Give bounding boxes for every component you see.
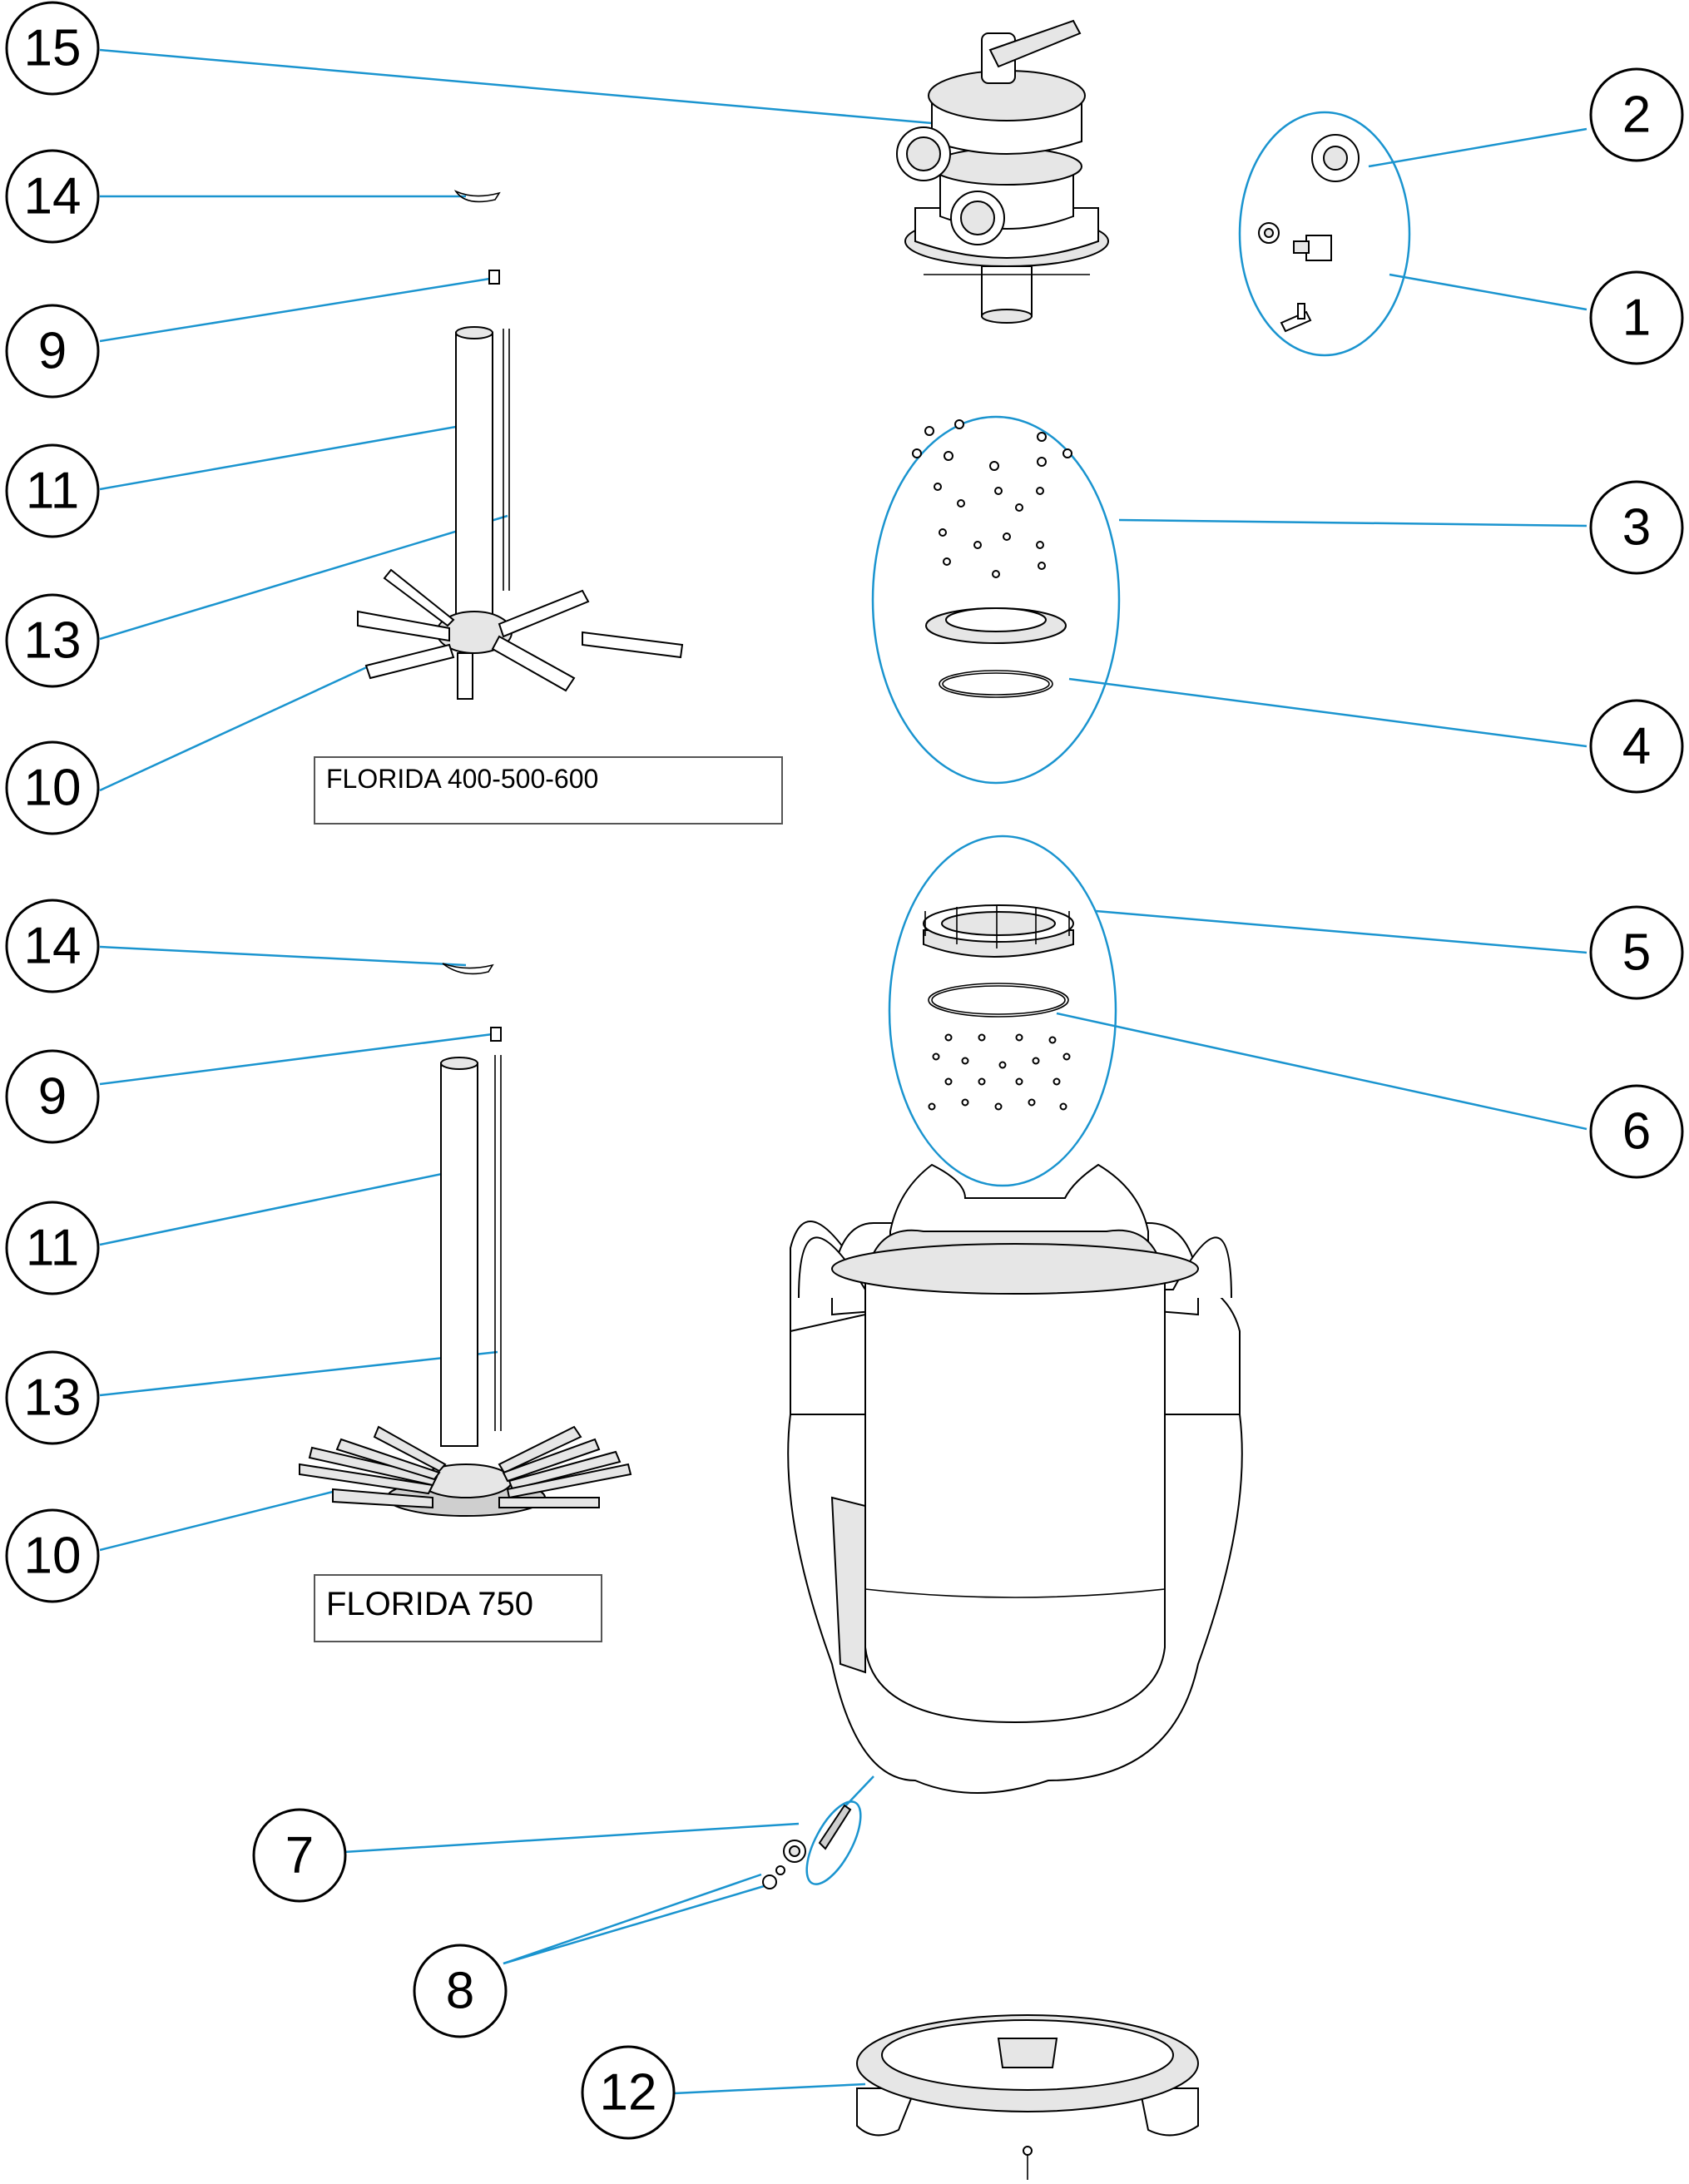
callout-10-top: 10 (5, 740, 100, 835)
callout-8: 8 (413, 1944, 508, 2038)
leader-lines (99, 48, 1587, 2095)
svg-text:4: 4 (1622, 718, 1651, 775)
detail-group-3-4 (871, 415, 1121, 785)
multiport-valve (896, 19, 1109, 324)
bottom-screw-heads (928, 1033, 1071, 1111)
svg-text:12: 12 (600, 2064, 657, 2122)
svg-text:1: 1 (1622, 290, 1651, 347)
filter-tank (787, 1163, 1243, 1794)
callout-13-top: 13 (5, 593, 100, 688)
model-label-bottom: FLORIDA 750 (314, 1574, 602, 1642)
svg-text:6: 6 (1622, 1103, 1651, 1161)
callout-3: 3 (1589, 480, 1684, 575)
svg-text:10: 10 (24, 760, 82, 817)
callout-4: 4 (1589, 699, 1684, 794)
svg-text:13: 13 (24, 612, 82, 670)
pressure-gauge-kit (1258, 134, 1360, 333)
callout-9-bottom: 9 (5, 1049, 100, 1144)
top-collar-and-screws (912, 419, 1072, 698)
laterals-assembly-750 (299, 963, 632, 1517)
model-label-top: FLORIDA 400-500-600 (314, 756, 783, 825)
svg-text:5: 5 (1622, 924, 1651, 982)
callout-10-bottom: 10 (5, 1508, 100, 1603)
laterals-assembly-400-600 (357, 190, 684, 700)
svg-text:11: 11 (26, 1220, 79, 1277)
svg-text:14: 14 (24, 168, 82, 225)
svg-text:13: 13 (24, 1369, 82, 1427)
bottom-collar-and-screws (923, 904, 1074, 1111)
callout-14-top: 14 (5, 149, 100, 244)
callout-11-top: 11 (5, 443, 100, 538)
callout-9-top: 9 (5, 304, 100, 399)
svg-text:8: 8 (446, 1963, 474, 2020)
svg-text:10: 10 (24, 1528, 82, 1585)
callout-14-bottom: 14 (5, 899, 100, 993)
filter-base (856, 2014, 1199, 2180)
callout-11-bottom: 11 (5, 1201, 100, 1295)
callout-5: 5 (1589, 905, 1684, 1000)
model-label-top-text: FLORIDA 400-500-600 (326, 764, 598, 794)
model-label-bottom-text: FLORIDA 750 (326, 1586, 533, 1622)
callout-12: 12 (581, 2045, 676, 2140)
lateral-fingers (299, 1425, 632, 1509)
svg-text:9: 9 (38, 323, 67, 380)
callout-2: 2 (1589, 67, 1684, 162)
svg-text:14: 14 (24, 918, 82, 975)
svg-text:3: 3 (1622, 499, 1651, 557)
svg-text:11: 11 (26, 463, 79, 520)
callout-1: 1 (1589, 270, 1684, 365)
detail-group-1-2 (1238, 111, 1411, 357)
svg-text:15: 15 (24, 20, 82, 77)
callout-6: 6 (1589, 1084, 1684, 1179)
callout-7: 7 (252, 1808, 347, 1903)
svg-text:7: 7 (285, 1827, 314, 1884)
drain-plug-kit (762, 1804, 852, 1889)
screw-heads (912, 419, 1072, 578)
callout-15-top: 15 (5, 1, 100, 96)
detail-group-7-8 (805, 1800, 862, 1885)
svg-text:2: 2 (1622, 87, 1651, 144)
callout-13-bottom: 13 (5, 1350, 100, 1445)
svg-text:9: 9 (38, 1068, 67, 1126)
detail-group-5-6 (888, 834, 1117, 1187)
